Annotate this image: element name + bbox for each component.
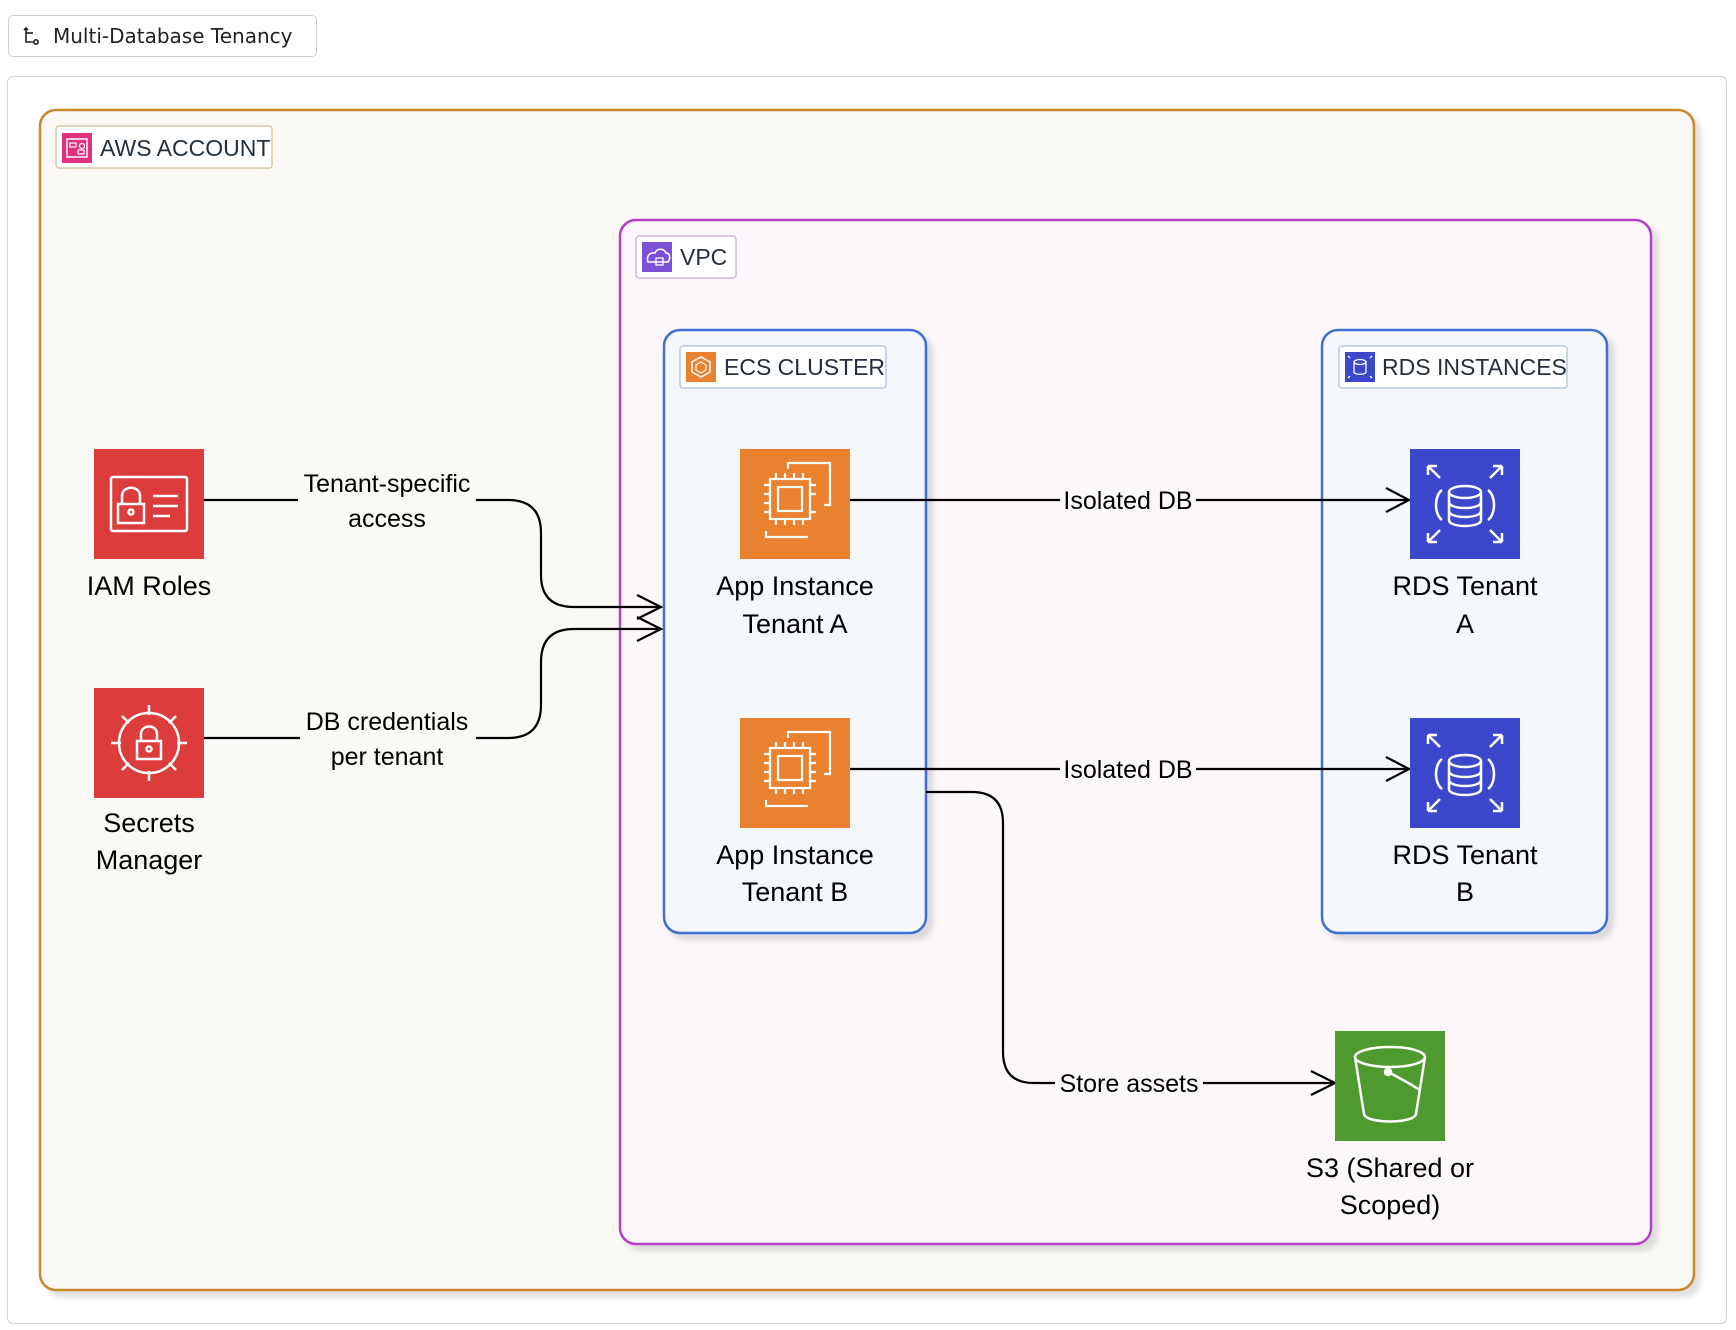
edge-iam-label-line1: Tenant-specific [304, 470, 471, 498]
rds-tenant-a-label-line2: A [1456, 609, 1474, 639]
edge-secrets-to-ecs[interactable] [204, 616, 664, 774]
app-instance-b-label-line2: Tenant B [742, 877, 849, 907]
edge-s3-label: Store assets [1060, 1070, 1199, 1098]
edge-app-b-to-s3[interactable] [926, 790, 1338, 1100]
aws-account-label: AWS ACCOUNT [100, 135, 270, 161]
s3-bucket-icon [1353, 1045, 1427, 1123]
rds-tenant-a-label-line1: RDS Tenant [1392, 571, 1538, 601]
edge-app-a-label: Isolated DB [1063, 487, 1192, 515]
ecs-cluster-icon [686, 352, 716, 382]
s3-label-line2: Scoped) [1340, 1190, 1441, 1220]
iam-roles-node[interactable]: IAM Roles [87, 449, 212, 601]
rds-database-icon [1426, 733, 1504, 813]
rds-tenant-a-node[interactable]: RDS Tenant A [1392, 449, 1538, 639]
iam-roles-label: IAM Roles [87, 571, 212, 601]
secrets-manager-node[interactable]: Secrets Manager [94, 688, 204, 875]
app-instance-a-label-line2: Tenant A [742, 609, 847, 639]
ec2-instance-icon [764, 730, 832, 808]
app-instance-tenant-b-node[interactable]: App Instance Tenant B [716, 718, 874, 907]
edge-app-a-to-rds-a[interactable] [850, 484, 1412, 518]
secrets-manager-icon [111, 705, 187, 781]
edge-app-b-label: Isolated DB [1063, 756, 1192, 784]
vpc-label: VPC [680, 244, 727, 270]
rds-database-icon [1426, 464, 1504, 544]
rds-tenant-b-label-line2: B [1456, 877, 1474, 907]
edge-secrets-label-line2: per tenant [331, 743, 444, 771]
ec2-instance-icon [764, 461, 832, 539]
s3-node[interactable]: S3 (Shared or Scoped) [1306, 1031, 1474, 1220]
rds-instances-label: RDS INSTANCES [1382, 354, 1567, 380]
edge-iam-label-line2: access [348, 505, 426, 533]
rds-instances-group[interactable]: RDS INSTANCES [1320, 328, 1609, 935]
secrets-manager-label-line1: Secrets [103, 808, 195, 838]
rds-tenant-b-label-line1: RDS Tenant [1392, 840, 1538, 870]
diagram-tab-label: Multi-Database Tenancy [53, 24, 293, 48]
edge-iam-to-ecs[interactable] [204, 462, 664, 620]
iam-roles-icon [109, 475, 189, 533]
ecs-cluster-group[interactable]: ECS CLUSTER [662, 328, 928, 935]
edge-app-b-to-rds-b[interactable] [850, 753, 1412, 787]
app-instance-tenant-a-node[interactable]: App Instance Tenant A [716, 449, 874, 639]
rds-instances-icon [1345, 352, 1375, 382]
aws-account-icon [62, 133, 92, 163]
secrets-manager-label-line2: Manager [96, 845, 203, 875]
diagram-tab-button[interactable]: Multi-Database Tenancy [8, 15, 317, 57]
edge-secrets-label-line1: DB credentials [306, 708, 469, 736]
app-instance-b-label-line1: App Instance [716, 840, 874, 870]
rds-tenant-b-node[interactable]: RDS Tenant B [1392, 718, 1538, 907]
diagram-icon [23, 26, 40, 46]
app-instance-a-label-line1: App Instance [716, 571, 874, 601]
ecs-cluster-label: ECS CLUSTER [724, 354, 885, 380]
s3-label-line1: S3 (Shared or [1306, 1153, 1474, 1183]
vpc-icon [642, 242, 672, 272]
